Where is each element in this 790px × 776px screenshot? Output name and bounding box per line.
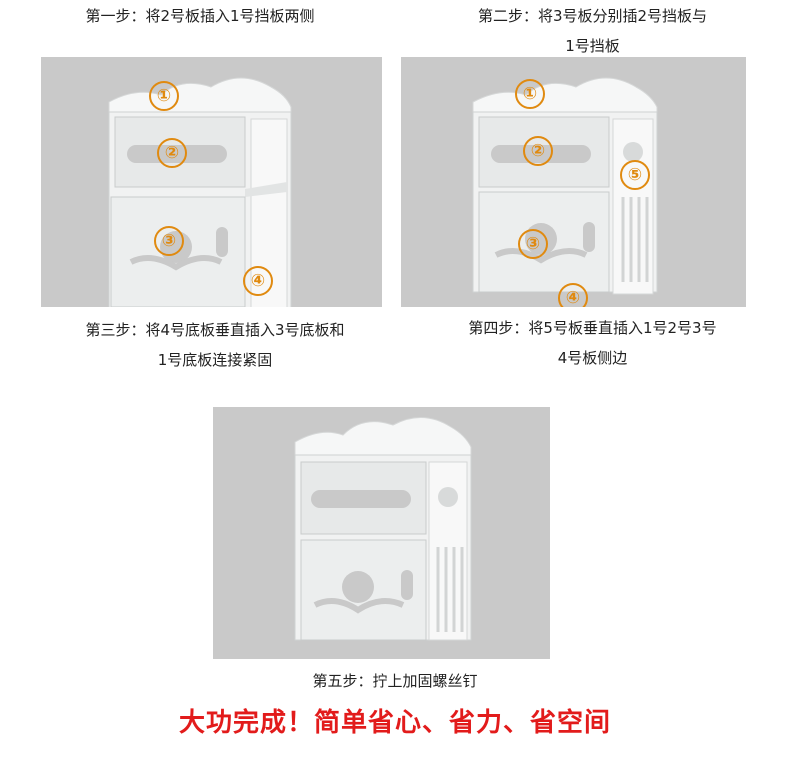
step2-line2: 1号挡板 — [565, 37, 620, 55]
step2-line1: 第二步：将3号板分别插2号挡板与 — [477, 7, 708, 25]
step3-caption: 第三步：将4号底板垂直插入3号底板和 1号底板连接紧固 — [0, 315, 430, 375]
badge-5: ⑤ — [620, 160, 650, 190]
step4-caption: 第四步：将5号板垂直插入1号2号3号 4号板侧边 — [395, 313, 790, 373]
step3-line1: 第三步：将4号底板垂直插入3号底板和 — [85, 321, 345, 339]
cabinet-illustration — [472, 77, 658, 295]
badge-1: ① — [515, 79, 545, 109]
step1-image: ① ② ③ ④ — [41, 57, 382, 307]
step5-caption: 第五步：拧上加固螺丝钉 — [0, 666, 790, 696]
badge-1: ① — [149, 81, 179, 111]
step5-line1: 第五步：拧上加固螺丝钉 — [312, 672, 478, 690]
step4-line1: 第四步：将5号板垂直插入1号2号3号 — [468, 319, 717, 337]
step1-line1: 第一步：将2号板插入1号挡板两侧 — [85, 7, 315, 25]
badge-3: ③ — [154, 226, 184, 256]
step4-line2: 4号板侧边 — [557, 349, 628, 367]
badge-4: ④ — [243, 266, 273, 296]
step3-line2: 1号底板连接紧固 — [157, 351, 273, 369]
badge-2: ② — [157, 138, 187, 168]
cabinet-illustration — [294, 416, 472, 641]
badge-3: ③ — [518, 229, 548, 259]
cabinet-illustration — [108, 77, 292, 307]
step1-caption: 第一步：将2号板插入1号挡板两侧 — [0, 1, 400, 31]
step2-caption: 第二步：将3号板分别插2号挡板与 1号挡板 — [395, 1, 790, 61]
badge-2: ② — [523, 136, 553, 166]
step5-image — [213, 407, 550, 659]
badge-4: ④ — [558, 283, 588, 307]
step2-image: ① ② ⑤ ③ ④ — [401, 57, 746, 307]
completion-slogan: 大功完成！简单省心、省力、省空间 — [178, 708, 611, 738]
